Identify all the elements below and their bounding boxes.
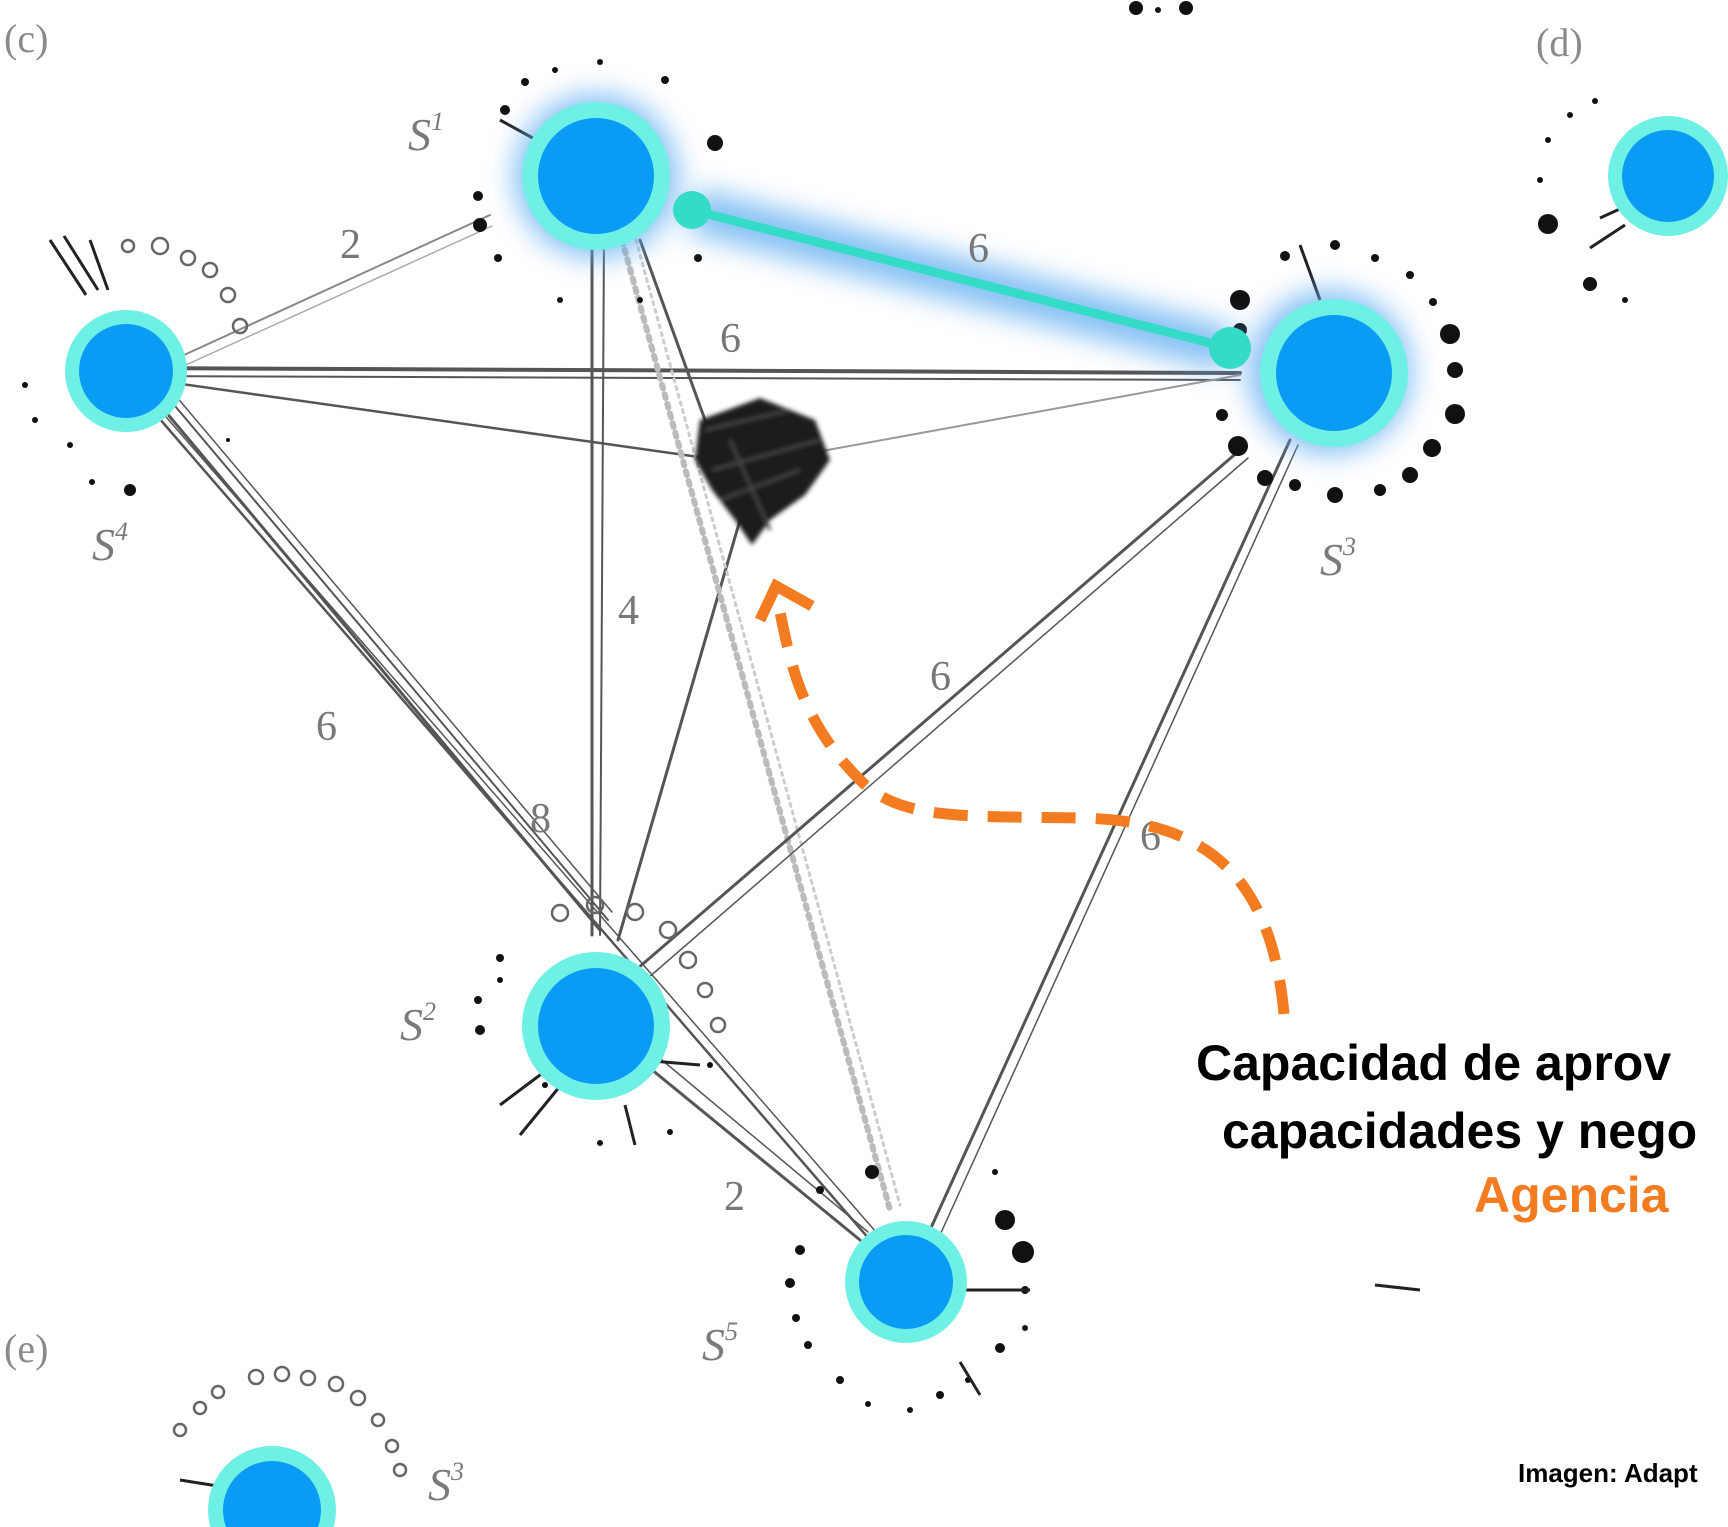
node-label-s3-panel-e: S3 — [428, 1457, 464, 1510]
node-s1[interactable] — [522, 102, 670, 250]
node-s4[interactable] — [65, 310, 187, 432]
node-s2[interactable] — [522, 952, 670, 1100]
edge-s5-s3-b — [939, 444, 1299, 1236]
caption-line-1: Capacidad de aprov — [1196, 1035, 1671, 1091]
edge-label-s1-s3-highlight: 6 — [968, 226, 989, 272]
highlight-edge-endpoint-s1 — [673, 191, 711, 229]
edge-label-s4-s2-outer: 6 — [316, 704, 337, 750]
panel-label-d: (d) — [1536, 20, 1583, 65]
edge-s2-s3-b — [639, 457, 1249, 986]
edge-label-s4-s1: 2 — [340, 222, 361, 268]
edge-hub-s2 — [616, 518, 742, 942]
edge-s4-s1-b — [165, 225, 493, 375]
edge-s4-s3 — [123, 366, 1242, 375]
edge-label-s1-s2: 4 — [618, 588, 639, 634]
panel-label-c: (c) — [4, 16, 48, 61]
edge-s1-hub — [638, 238, 707, 422]
edge-s5-s3 — [928, 438, 1292, 1232]
node-label-s3: S3 — [1320, 532, 1356, 585]
node-label-s1: S1 — [408, 107, 444, 160]
edge-label-s4-s3-top: 6 — [720, 316, 741, 362]
node-label-s2: S2 — [400, 997, 436, 1050]
edge-label-s2-s3: 6 — [930, 654, 951, 700]
edge-s1-s5 — [619, 237, 893, 1213]
edge-s4-s5-b — [159, 409, 877, 1233]
edge-hub-s3 — [799, 374, 1241, 456]
edge-s4-hub — [123, 374, 722, 462]
highlight-edge-s1-s3 — [687, 205, 1235, 353]
hollow-markers — [120, 236, 727, 1478]
node-panel-d[interactable] — [1608, 116, 1728, 236]
node-label-s4: S4 — [92, 517, 128, 570]
panel-label-e: (e) — [4, 1326, 48, 1371]
edge-s4-s5 — [150, 408, 872, 1242]
edge-s4-s1 — [159, 214, 491, 367]
edge-s4-s3-b — [124, 375, 1241, 381]
agency-arrowhead-icon — [755, 578, 815, 623]
edge-label-s2-s5: 2 — [724, 1174, 745, 1220]
peripheral-markers — [22, 1, 1628, 1413]
caption-line-2: capacidades y nego — [1222, 1103, 1697, 1159]
edge-s1-s5-b — [634, 238, 902, 1207]
node-s5[interactable] — [845, 1221, 967, 1343]
background-edges — [123, 214, 1299, 1242]
edge-s2-s5-b — [649, 1049, 869, 1233]
edge-label-s4-s2-inner: 8 — [530, 796, 551, 842]
node-label-s5: S5 — [702, 1317, 738, 1370]
edge-s2-s5 — [638, 1058, 862, 1242]
node-panel-e[interactable] — [208, 1446, 336, 1527]
edge-s2-s3 — [628, 448, 1242, 977]
node-s3[interactable] — [1260, 299, 1408, 447]
agency-arrow — [755, 578, 1290, 1015]
edge-s1-s2-b — [599, 234, 605, 936]
tangle-hub — [695, 398, 830, 545]
highlight-edge-endpoint-s3 — [1209, 327, 1251, 369]
image-credit: Imagen: Adapt — [1518, 1458, 1698, 1488]
edge-s4-s2-b — [169, 399, 609, 921]
edge-s4-s2-c — [174, 394, 613, 913]
caption-accent: Agencia — [1474, 1167, 1670, 1223]
agency-arrow-path — [774, 610, 1290, 1015]
